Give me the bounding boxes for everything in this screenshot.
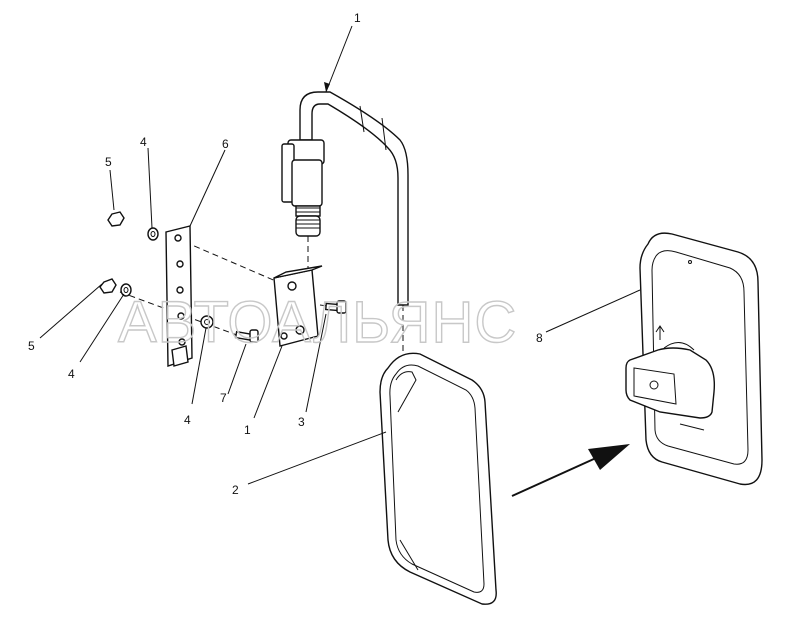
mounting-plate (165, 225, 193, 367)
bolt-3 (325, 300, 347, 314)
callout-4-upper: 4 (140, 135, 147, 149)
callout-5-lower: 5 (28, 339, 35, 353)
nut-5-upper (107, 211, 125, 227)
callout-6-plate: 6 (222, 137, 229, 151)
hinge-clamp (281, 139, 325, 237)
mirror-glass (379, 352, 497, 605)
watermark-text: АВТОАЛЬЯНС (118, 290, 517, 355)
washer-4-upper (147, 227, 159, 241)
callout-1-arm: 1 (354, 11, 361, 25)
clamp-block (273, 265, 323, 347)
callout-3-bolt: 3 (298, 415, 305, 429)
callout-4-mid: 4 (184, 413, 191, 427)
fasteners (99, 211, 347, 343)
callout-8-housing: 8 (536, 331, 543, 345)
washer-4-lower (120, 283, 132, 297)
leader-lines (39, 25, 641, 485)
nut-5-lower (99, 278, 117, 294)
callout-1-clamp: 1 (244, 423, 251, 437)
mirror-housing (625, 232, 763, 486)
bolt-7 (234, 329, 259, 343)
callout-2-glass: 2 (232, 483, 239, 497)
washer-4-mid (200, 315, 214, 329)
direction-arrow (511, 444, 630, 497)
callout-4-lower: 4 (68, 367, 75, 381)
callout-7-bolt: 7 (220, 391, 227, 405)
callout-5-upper: 5 (105, 155, 112, 169)
callout-labels: 1 4 6 5 5 4 7 4 1 3 2 8 (28, 11, 543, 497)
